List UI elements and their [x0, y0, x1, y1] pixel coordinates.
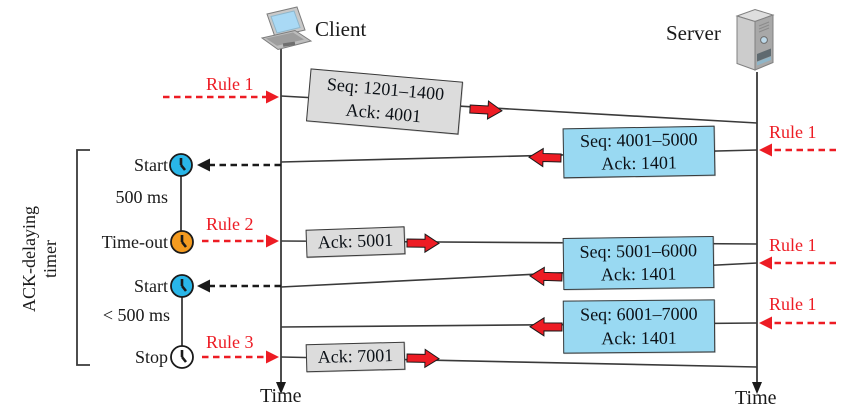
- rule1-server-label-1: Rule 1: [769, 122, 817, 142]
- segment-seq-text: Seq: 6001–7000: [580, 303, 698, 325]
- rule1-server-arrowhead-icon-2: [759, 256, 772, 270]
- server-time-label: Time: [735, 387, 777, 409]
- timer-timeout-label: Time-out: [101, 232, 168, 252]
- segment-direction-arrow-right-icon: [406, 233, 440, 254]
- laptop-icon: [260, 6, 313, 51]
- segment-seq-text: Seq: 5001–6000: [579, 239, 698, 262]
- rule1-client-label: Rule 1: [206, 74, 254, 94]
- client-label: Client: [315, 17, 367, 41]
- segment-ack-text: Ack: 1401: [600, 263, 677, 285]
- timer-interval1-label: 500 ms: [115, 187, 168, 207]
- clock-start1-icon: [169, 153, 193, 177]
- timer-interval2-label: < 500 ms: [102, 305, 170, 325]
- clock-stop-icon: [170, 345, 194, 369]
- segment-direction-arrow-left-icon: [529, 316, 563, 337]
- timer-start2-label: Start: [134, 276, 168, 296]
- segment-box-seg6: Ack: 7001: [305, 341, 406, 373]
- rule2-client-arrowhead-icon: [266, 234, 279, 248]
- rule3-client-label: Rule 3: [206, 332, 254, 352]
- clock-timeout-icon: [170, 230, 194, 254]
- server-tower-icon: [735, 8, 775, 71]
- segment-ack-text: Ack: 7001: [317, 345, 394, 368]
- timer-start2-arrowhead-icon: [197, 279, 210, 293]
- segment-seq-text: Seq: 4001–5000: [579, 128, 698, 151]
- client-time-label: Time: [260, 385, 302, 407]
- segment-ack-text: Ack: 1401: [601, 327, 677, 348]
- timer-bracket-label-line2: timer: [40, 240, 60, 278]
- server-label: Server: [666, 21, 721, 45]
- rule1-server-label-2: Rule 1: [769, 235, 817, 255]
- timer-stop-label: Stop: [134, 347, 168, 367]
- timer-bracket-label-line1: ACK-delaying: [19, 206, 40, 312]
- segment-box-seg3: Ack: 5001: [305, 226, 406, 258]
- timer-bracket: [76, 149, 90, 366]
- client-lifeline-arrowhead-icon: [276, 382, 286, 394]
- rule1-server-arrowhead-icon-1: [759, 143, 772, 157]
- rule1-server-arrowhead-icon-3: [759, 316, 772, 330]
- timer-start1-label: Start: [134, 155, 168, 175]
- rule1-server-label-3: Rule 1: [769, 294, 817, 314]
- segment-ack-text: Ack: 5001: [317, 229, 394, 253]
- segment-direction-arrow-right-icon: [406, 348, 440, 369]
- rule2-client-label: Rule 2: [206, 214, 254, 234]
- rule3-client-arrowhead-icon: [266, 350, 279, 364]
- segment-box-seg5: Seq: 6001–7000 Ack: 1401: [562, 299, 716, 354]
- clock-start2-icon: [170, 274, 194, 298]
- rule1-client-arrowhead-icon: [266, 90, 279, 104]
- timer-bracket-label: ACK-delaying timer: [17, 147, 63, 371]
- segment-box-seg4: Seq: 5001–6000 Ack: 1401: [562, 235, 715, 291]
- segment-direction-arrow-left-icon: [529, 266, 563, 287]
- server-lifeline-arrowhead-icon: [752, 382, 762, 394]
- timer-start1-arrowhead-icon: [197, 158, 210, 172]
- segment-direction-arrow-left-icon: [528, 147, 562, 168]
- segment-direction-arrow-right-icon: [469, 100, 503, 120]
- segment-ack-text: Ack: 1401: [601, 152, 678, 174]
- segment-box-seg2: Seq: 4001–5000 Ack: 1401: [562, 125, 716, 179]
